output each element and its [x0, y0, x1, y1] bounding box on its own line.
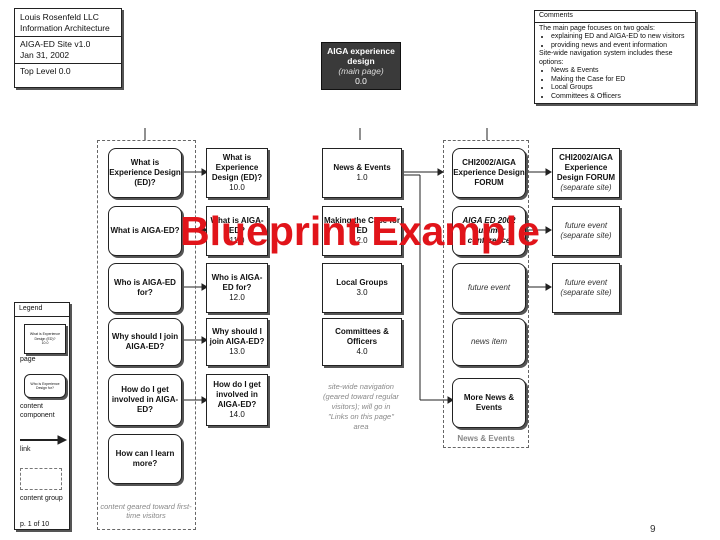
col3-caption: site-wide navigation (geared toward regu… [323, 382, 399, 431]
legend-group-sample [20, 468, 62, 490]
group-news-events [443, 140, 529, 448]
col2-title: Why should I join AIGA-ED? [209, 327, 265, 346]
col2-num: 14.0 [229, 410, 245, 419]
main-page-sub: (main page) [338, 66, 384, 76]
col4-component: future event [452, 263, 526, 313]
col3-title: Committees & Officers [335, 327, 389, 346]
comments-heading: Comments [535, 11, 695, 23]
col5-title: future event [564, 221, 608, 230]
col1-component: What is AIGA-ED? [108, 206, 182, 256]
col5-sub: (separate site) [560, 183, 612, 192]
comments-nav-item: Making the Case for ED [551, 76, 691, 85]
col4-label: AIGA ED 2002 Summer conference [462, 216, 516, 245]
comments-block: Comments The main page focuses on two go… [534, 10, 696, 104]
legend-component-label: content component [20, 403, 55, 419]
col1-component: Who is AIGA-ED for? [108, 263, 182, 313]
col5-title: future event [564, 278, 608, 287]
col2-page: Why should I join AIGA-ED?13.0 [206, 318, 268, 366]
col2-title: What is Experience Design (ED)? [211, 153, 263, 182]
legend-pagecount: p. 1 of 10 [20, 521, 50, 528]
legend-component-sample-title: Who is Experience Design for? [30, 381, 60, 391]
col1-component: How can I learn more? [108, 434, 182, 484]
col2-page: What is Experience Design (ED)?10.0 [206, 148, 268, 198]
col5-sub: (separate site) [560, 231, 612, 240]
col3-title: Making the Case for ED [323, 216, 400, 235]
col2-page: Who is AIGA-ED for?12.0 [206, 263, 268, 313]
col1-caption: content geared toward first-time visitor… [100, 502, 192, 520]
comments-nav-intro: Site-wide navigation system includes the… [539, 50, 673, 66]
col5-page: future event(separate site) [552, 206, 620, 256]
col4-component: news item [452, 318, 526, 366]
col1-label: How can I learn more? [115, 449, 175, 468]
col4-caption: News & Events [457, 434, 515, 443]
col4-component: AIGA ED 2002 Summer conference [452, 206, 526, 256]
legend-link-label: link [20, 446, 31, 453]
main-page-box: AIGA experience design (main page) 0.0 [321, 42, 401, 90]
col1-label: What is AIGA-ED? [110, 226, 180, 235]
group-first-time-visitors [97, 140, 196, 530]
col4-component: More News & Events [452, 378, 526, 428]
legend-component-sample: Who is Experience Design for? [24, 374, 66, 398]
col3-num: 1.0 [356, 173, 368, 182]
col5-page: future event(separate site) [552, 263, 620, 313]
col1-label: What is Experience Design (ED)? [109, 158, 181, 187]
col1-label: Why should I join AIGA-ED? [111, 332, 179, 351]
doc-date: Jan 31, 2002 [20, 50, 70, 60]
main-page-title: AIGA experience design [327, 46, 395, 66]
overlay-title: Blueprint Example [180, 208, 540, 254]
col2-num: 12.0 [229, 293, 245, 302]
comments-nav-item: Committees & Officers [551, 93, 691, 102]
main-page-num: 0.0 [355, 76, 367, 86]
col3-title: News & Events [333, 163, 391, 172]
department: Information Architecture [20, 23, 110, 33]
col2-title: How do I get involved in AIGA-ED? [213, 380, 261, 409]
legend-page-label: page [20, 356, 36, 363]
col2-num: 10.0 [229, 183, 245, 192]
col2-page: How do I get involved in AIGA-ED?14.0 [206, 374, 268, 426]
col1-component: What is Experience Design (ED)? [108, 148, 182, 198]
col3-num: 3.0 [356, 288, 368, 297]
legend-page-sample: What is Experience Design (ED)? 10.0 [24, 324, 66, 354]
col4-label: CHI2002/AIGA Experience Design FORUM [453, 158, 525, 187]
col2-page: What is AIGA-ED?11.0 [206, 206, 268, 256]
comments-intro: The main page focuses on two goals: [539, 24, 655, 32]
col1-component: Why should I join AIGA-ED? [108, 318, 182, 366]
col4-component: CHI2002/AIGA Experience Design FORUM [452, 148, 526, 198]
legend-heading: Legend [15, 303, 69, 317]
col3-num: 4.0 [356, 347, 368, 356]
col1-label: Who is AIGA-ED for? [114, 278, 176, 297]
col2-title: What is AIGA-ED? [210, 216, 264, 235]
comments-goal: providing news and event information [551, 42, 691, 51]
site-version: AIGA-ED Site v1.0 [20, 39, 91, 49]
comments-nav-item: Local Groups [551, 84, 691, 93]
level-label: Top Level 0.0 [20, 66, 71, 76]
col4-label: future event [467, 283, 511, 292]
legend-page-sample-num: 10.0 [41, 341, 49, 346]
col3-num: 2.0 [356, 236, 368, 245]
col2-num: 13.0 [229, 347, 245, 356]
col5-title: CHI2002/AIGA Experience Design FORUM [556, 153, 616, 182]
col2-num: 11.0 [229, 236, 245, 245]
col4-label: More News & Events [463, 393, 515, 412]
col5-sub: (separate site) [560, 288, 612, 297]
comments-nav-item: News & Events [551, 67, 691, 76]
col1-component: How do I get involved in AIGA-ED? [108, 374, 182, 426]
col5-page: CHI2002/AIGA Experience Design FORUM(sep… [552, 148, 620, 198]
legend-page-sample-title: What is Experience Design (ED)? [29, 332, 61, 341]
col3-title: Local Groups [336, 278, 388, 287]
col1-label: How do I get involved in AIGA-ED? [111, 385, 179, 414]
legend-group-label: content group [20, 495, 63, 502]
comments-goal: explaining ED and AIGA-ED to new visitor… [551, 33, 691, 42]
company-name: Louis Rosenfeld LLC [20, 12, 99, 22]
legend-block: Legend [14, 302, 70, 530]
col2-title: Who is AIGA-ED for? [211, 273, 263, 292]
slide-number: 9 [650, 524, 656, 535]
col4-label: news item [470, 337, 507, 346]
header-block: Louis Rosenfeld LLC Information Architec… [14, 8, 122, 88]
